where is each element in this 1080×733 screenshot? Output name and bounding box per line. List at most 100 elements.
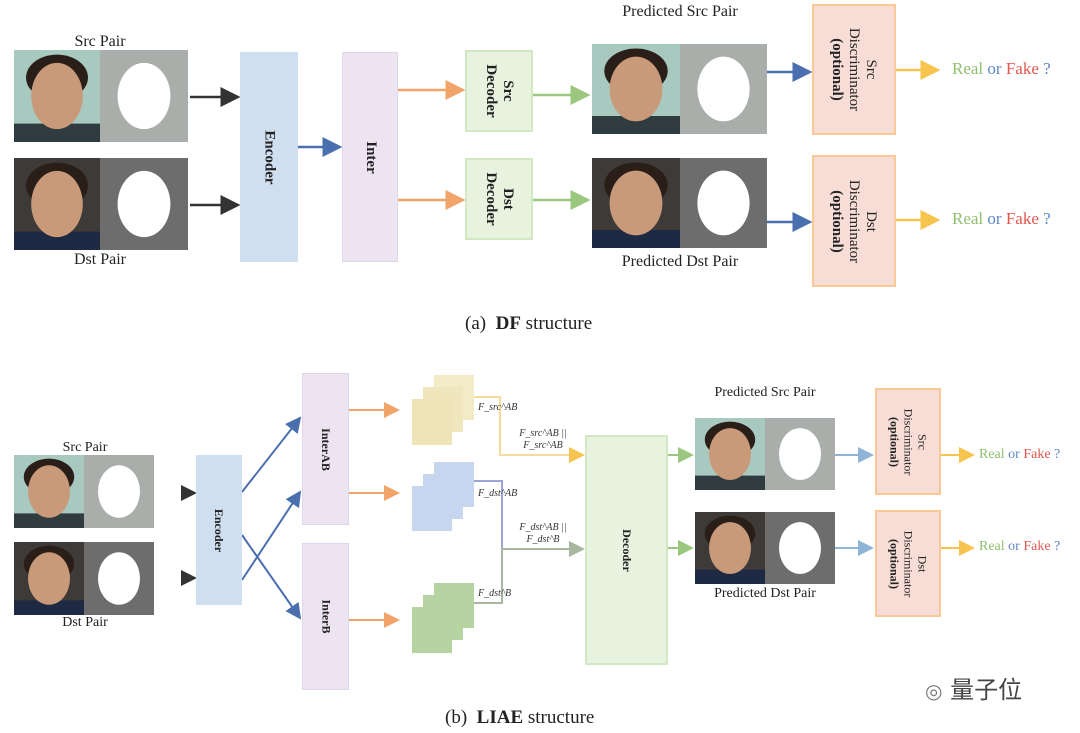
face-image — [14, 542, 84, 615]
disc-line: (optional) — [887, 538, 901, 589]
inter-label: Inter — [362, 140, 379, 174]
face-image — [592, 158, 680, 248]
real: Real — [979, 539, 1005, 554]
mask-image — [84, 455, 154, 528]
feature-map — [412, 399, 452, 445]
watermark-text: 量子位 — [950, 676, 1023, 704]
feature-map — [412, 486, 452, 531]
df-src-pair-label: Src Pair — [74, 33, 126, 50]
disc-line: Src — [915, 433, 929, 450]
disc-line: (optional) — [829, 189, 846, 253]
disc-line: Discriminator — [901, 530, 915, 597]
arrow — [474, 396, 585, 463]
df-src-decoder: Src Decoder — [465, 50, 533, 132]
liae-dst-result: Real or Fake ? — [979, 539, 1060, 555]
or: or — [987, 209, 1002, 228]
fake: Fake — [1023, 447, 1051, 462]
src-decoder-label: Src Decoder — [483, 64, 516, 118]
mask-image — [100, 158, 188, 250]
connector-line — [474, 480, 503, 550]
mask-image — [765, 512, 835, 584]
cap-prefix: (a) — [465, 313, 487, 334]
real: Real — [952, 59, 984, 78]
mask-image — [680, 158, 767, 248]
mask-image — [84, 542, 154, 615]
face-image — [592, 44, 680, 134]
cap-bold: DF — [495, 313, 521, 334]
df-dst-result: Real or Fake ? — [952, 209, 1051, 229]
face-image — [14, 158, 100, 250]
df-dst-pair-label: Dst Pair — [74, 251, 126, 268]
disc-line: Discriminator — [901, 408, 915, 475]
cap-bold: LIAE — [476, 707, 524, 728]
dst-decoder-label: Dst Decoder — [483, 172, 516, 226]
liae-inter-ab: InterAB — [302, 373, 349, 525]
mask-image — [100, 50, 188, 142]
face-image — [14, 455, 84, 528]
liae-dst-pair-label: Dst Pair — [62, 615, 108, 630]
or: or — [1008, 539, 1020, 554]
liae-decoder: Decoder — [585, 435, 668, 665]
inter-b-label: InterB — [319, 599, 333, 634]
df-pred-dst-label: Predicted Dst Pair — [621, 253, 739, 270]
or: or — [1008, 447, 1020, 462]
face-image — [14, 50, 100, 142]
liae-pred-src-label: Predicted Src Pair — [714, 385, 816, 400]
watermark: ◎ 量子位 — [925, 670, 1022, 705]
df-encoder: Encoder — [240, 52, 298, 262]
disc-line: Dst — [863, 210, 880, 232]
df-pred-src-label: Predicted Src Pair — [622, 3, 738, 20]
fake: Fake — [1005, 209, 1039, 228]
q: ? — [1054, 539, 1061, 554]
face-image — [695, 512, 765, 584]
inter-ab-label: InterAB — [318, 427, 333, 471]
wechat-icon: ◎ — [925, 679, 943, 703]
real: Real — [979, 447, 1005, 462]
concat-dst-label: F_dst^AB || F_dst^B — [519, 522, 567, 545]
disc-line: Discriminator — [846, 27, 863, 112]
arrow — [241, 416, 302, 493]
face-images — [14, 44, 835, 615]
q: ? — [1043, 59, 1051, 78]
encoder-label: Encoder — [261, 129, 278, 185]
cap-suffix: structure — [525, 313, 593, 334]
liae-encoder: Encoder — [196, 455, 242, 605]
concat-src-label: F_src^AB || F_src^AB — [519, 428, 567, 451]
disc-line: Dst — [915, 555, 929, 572]
mask-image — [765, 418, 835, 490]
disc-line: (optional) — [829, 38, 846, 101]
real: Real — [952, 209, 984, 228]
disc-line: Discriminator — [846, 179, 863, 263]
encoder-label: Encoder — [212, 508, 227, 552]
fake: Fake — [1023, 539, 1051, 554]
liae-pred-dst-label: Predicted Dst Pair — [714, 586, 816, 601]
or: or — [987, 59, 1002, 78]
liae-src-pair-label: Src Pair — [62, 440, 108, 455]
df-inter: Inter — [342, 52, 398, 262]
feature-map — [412, 607, 452, 653]
cap-prefix: (b) — [445, 707, 468, 728]
cap-suffix: structure — [527, 707, 595, 728]
mask-image — [680, 44, 767, 134]
f-src-ab-label: F_src^AB — [478, 402, 518, 413]
decoder-label: Decoder — [620, 528, 634, 572]
arrow — [241, 490, 302, 581]
liae-caption: (b) LIAE structure — [445, 707, 594, 729]
disc-line: Src — [863, 59, 880, 80]
df-caption: (a) DF structure — [465, 313, 592, 335]
fake: Fake — [1005, 59, 1039, 78]
arrow — [241, 534, 302, 620]
liae-inter-b: InterB — [302, 543, 349, 690]
disc-line: (optional) — [887, 416, 901, 467]
face-image — [695, 418, 765, 490]
f-dst-b-label: F_dst^B — [478, 588, 512, 599]
q: ? — [1043, 209, 1051, 228]
